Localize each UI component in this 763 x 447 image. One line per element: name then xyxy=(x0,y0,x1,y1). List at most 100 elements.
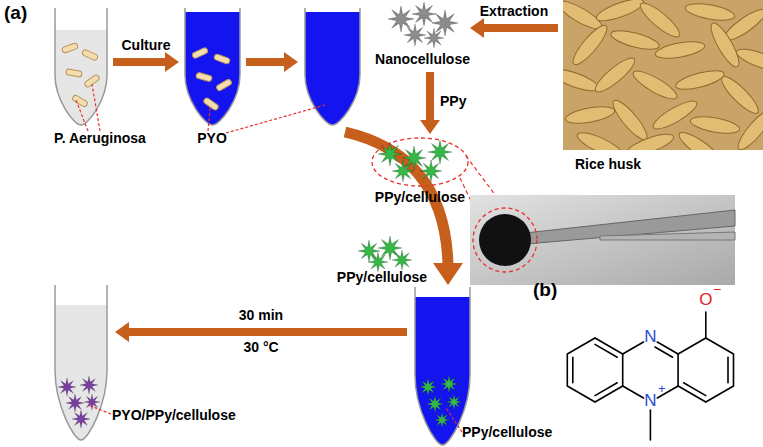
process-node: PPy/cellulose xyxy=(372,138,468,186)
node-label: PYO xyxy=(197,131,227,146)
green-star xyxy=(392,160,414,182)
green-star xyxy=(378,142,402,166)
photo-background xyxy=(470,195,735,285)
husk xyxy=(624,130,676,150)
husk xyxy=(717,72,762,117)
husk xyxy=(706,20,743,70)
husk xyxy=(734,106,763,150)
tube-outline xyxy=(305,8,360,125)
text-label: N xyxy=(644,392,656,411)
bond xyxy=(678,338,733,402)
process-node: Nanocellulose xyxy=(380,2,465,68)
tube-outline xyxy=(185,8,240,125)
green-star xyxy=(440,375,458,393)
green-star xyxy=(368,252,388,272)
node-label: Nanocellulose xyxy=(375,52,470,67)
text-label: N xyxy=(644,328,656,347)
purple-star xyxy=(58,378,76,396)
bond xyxy=(657,342,678,354)
node-label: PPy/cellulose xyxy=(462,425,552,440)
purple-star xyxy=(80,376,98,394)
bacterium xyxy=(61,42,78,53)
rice-husk-photo xyxy=(563,0,763,150)
tube-outline xyxy=(415,287,470,445)
tube-outline xyxy=(55,8,107,125)
process-arrow xyxy=(420,72,440,134)
bacterium xyxy=(213,53,230,64)
process-node: PYO xyxy=(185,8,240,125)
test-tube xyxy=(415,287,470,445)
tube-liquid xyxy=(55,30,107,125)
arrow-label: 30 min xyxy=(239,308,283,323)
gray-star xyxy=(432,10,458,36)
process-node: PPy/cellulose xyxy=(415,287,470,445)
arrow-label: Culture xyxy=(122,38,171,53)
double-bond xyxy=(727,357,729,383)
double-bond xyxy=(572,357,574,383)
bond xyxy=(705,312,707,338)
sample-disk xyxy=(479,214,531,266)
double-bond xyxy=(655,347,673,357)
text-label: 30 °C xyxy=(243,340,278,355)
dashed-circle xyxy=(473,208,537,272)
node-label: PPy/cellulose xyxy=(375,190,465,205)
green-star xyxy=(420,160,442,182)
green-star xyxy=(446,394,462,410)
test-tube xyxy=(305,8,360,125)
process-node: PYO/PPy/cellulose xyxy=(55,285,107,440)
purple-star xyxy=(84,394,100,410)
arrow-label: PPy xyxy=(440,94,466,109)
husk xyxy=(609,27,661,53)
process-node: Rice husk xyxy=(563,0,763,150)
leader-line xyxy=(446,408,462,432)
process-node: P. Aeruginosa xyxy=(55,8,107,125)
process-arrow xyxy=(115,322,407,342)
test-tube xyxy=(55,8,107,125)
arrow-label: Extraction xyxy=(480,4,548,19)
husk xyxy=(676,128,725,150)
husk xyxy=(569,21,612,68)
husk xyxy=(591,54,638,97)
husk xyxy=(674,67,726,93)
node-label: PYO/PPy/cellulose xyxy=(112,408,236,423)
test-tube xyxy=(55,285,107,440)
bacterium xyxy=(195,72,212,82)
leader-line xyxy=(92,84,100,131)
pyocyanin-structure xyxy=(567,312,733,440)
double-bond xyxy=(595,344,617,357)
dashed-ellipse xyxy=(372,138,468,186)
text-label: PPy/cellulose xyxy=(337,270,427,285)
leader-line xyxy=(208,108,210,131)
bacterium xyxy=(216,78,233,91)
husk xyxy=(630,66,680,103)
bond xyxy=(650,410,652,440)
node-label: Rice husk xyxy=(575,157,641,172)
text-label: − xyxy=(713,282,721,297)
bond xyxy=(623,386,644,398)
text-label: (b) xyxy=(533,280,557,301)
husk xyxy=(734,45,763,75)
bacterium xyxy=(191,47,208,59)
bacterium xyxy=(66,69,83,78)
husk xyxy=(609,96,652,143)
tube-glass xyxy=(55,8,107,125)
arrow-head xyxy=(433,263,463,285)
green-star xyxy=(419,378,437,396)
husk xyxy=(654,39,706,61)
husk xyxy=(594,0,646,25)
text-label: + xyxy=(658,382,666,396)
husk xyxy=(650,96,700,133)
text-label: (a) xyxy=(4,3,27,24)
double-bond xyxy=(684,383,706,396)
leader-line xyxy=(88,405,111,414)
leader-line xyxy=(226,105,325,133)
green-star xyxy=(428,140,452,164)
husk xyxy=(689,114,741,136)
tube-liquid xyxy=(55,305,107,440)
bond xyxy=(567,338,622,402)
gray-star xyxy=(412,2,436,26)
gray-star xyxy=(424,28,444,48)
purple-star xyxy=(66,394,84,412)
tweezers xyxy=(600,232,735,240)
